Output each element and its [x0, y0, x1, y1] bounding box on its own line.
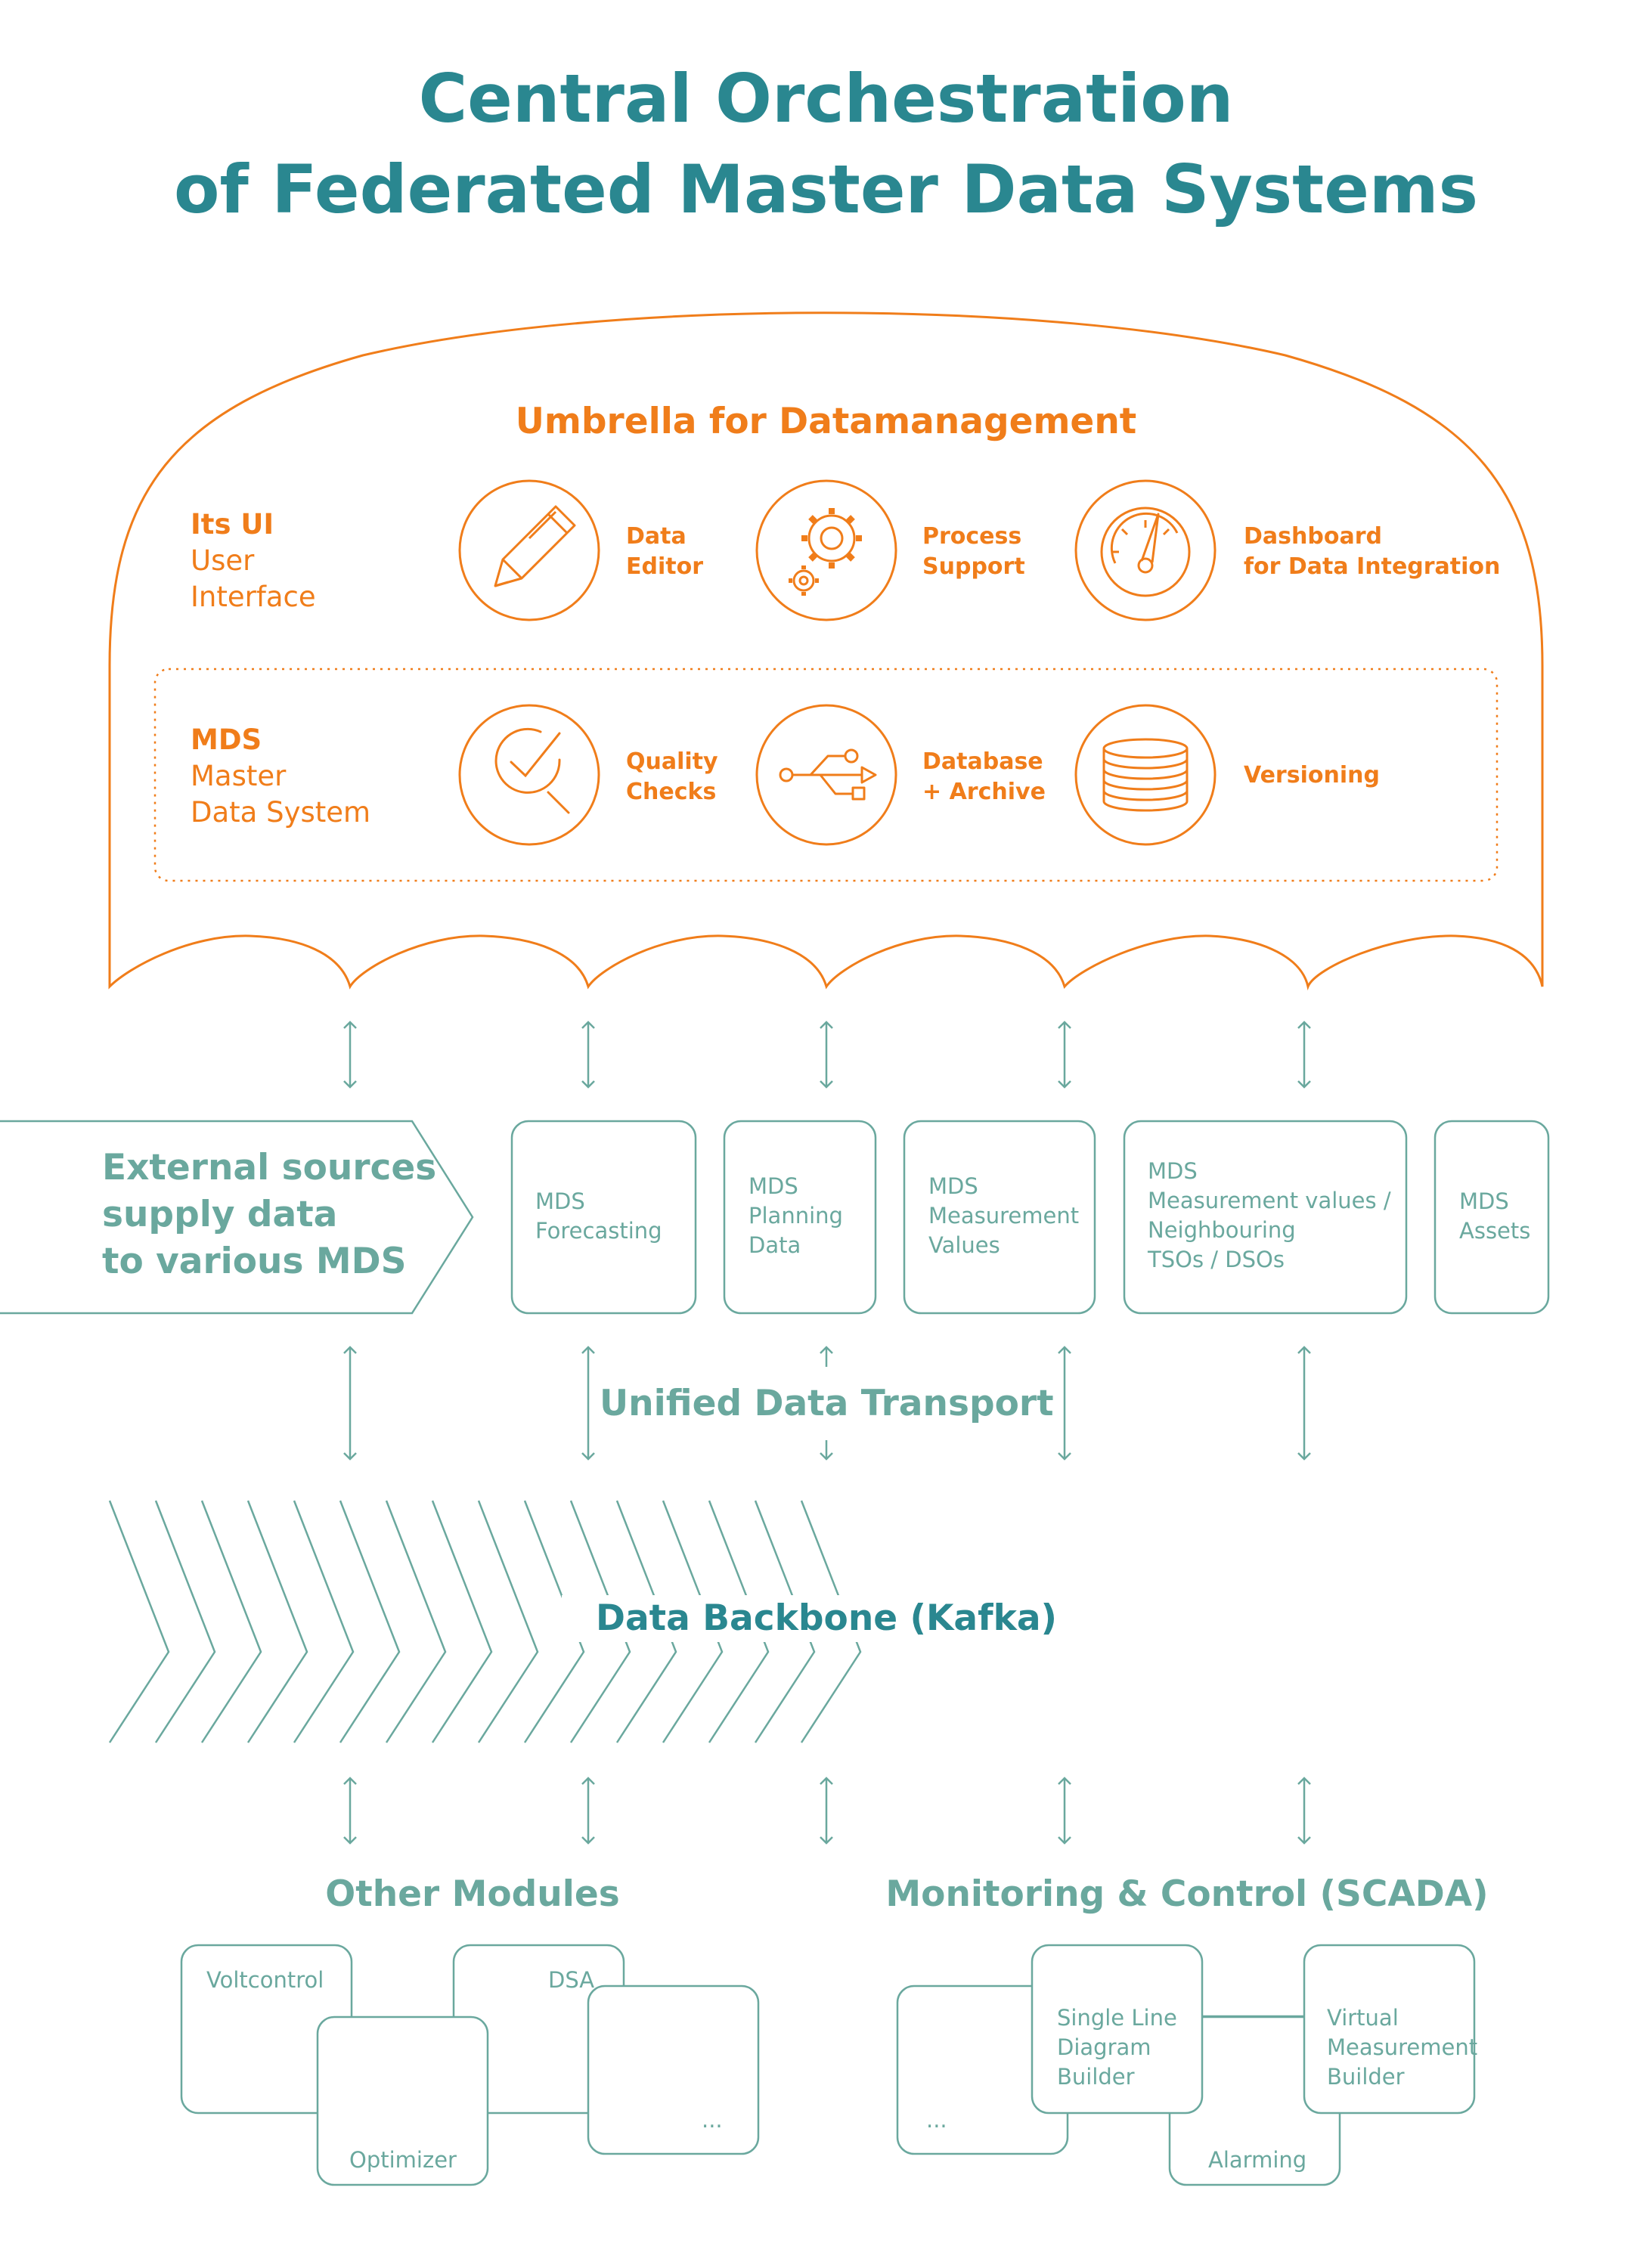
kafka-chevron [662, 1500, 724, 1743]
gauge-icon [1100, 507, 1191, 597]
database-archive-circle [755, 704, 897, 846]
kafka-chevron [339, 1500, 401, 1743]
feature-quality-checks-line2: Checks [626, 779, 717, 805]
quality-checks-circle [458, 704, 600, 846]
scada-single-line-line2: Diagram [1057, 2034, 1151, 2060]
module-optimizer-label: Optimizer [349, 2147, 457, 2173]
mds-line2: Data System [191, 796, 371, 829]
feature-quality-checks-line1: Quality [626, 748, 718, 775]
database-stack-icon [1102, 738, 1189, 812]
ui-line1: User [191, 544, 255, 577]
mds-neighbouring-line2: Measurement values / [1148, 1188, 1391, 1213]
module-optimizer-box [316, 2015, 489, 2186]
external-line1: External sources [102, 1147, 437, 1188]
scada-single-line-line1: Single Line [1057, 2005, 1177, 2031]
external-line3: to various MDS [102, 1241, 407, 1282]
mds-planning-line1: MDS [749, 1173, 798, 1199]
mds-assets-line2: Assets [1459, 1218, 1531, 1244]
external-line2: supply data [102, 1194, 338, 1235]
external-sources-arrow [0, 1120, 474, 1315]
kafka-chevron [200, 1500, 262, 1743]
kafka-chevron [431, 1500, 493, 1743]
module-dsa-label: DSA [548, 1967, 595, 1993]
data-backbone-label: Data Backbone (Kafka) [562, 1595, 1091, 1642]
kafka-chevron [615, 1500, 677, 1743]
module-more-label: ... [702, 2107, 723, 2133]
scada-virtual-line1: Virtual [1327, 2005, 1399, 2031]
kafka-chevron [385, 1500, 447, 1743]
module-voltcontrol-label: Voltcontrol [206, 1967, 324, 1993]
scada-heading: Monitoring & Control (SCADA) [885, 1873, 1489, 1915]
umbrella-heading: Umbrella for Datamanagement [515, 401, 1137, 442]
feature-versioning: Versioning [1244, 762, 1380, 789]
scada-virtual-measurement-box [1303, 1944, 1476, 2115]
kafka-chevron [154, 1500, 216, 1743]
feature-process-support-line1: Process [922, 523, 1022, 550]
feature-dashboard-line1: Dashboard [1244, 523, 1382, 550]
page-title-line2: of Federated Master Data Systems [173, 150, 1479, 228]
kafka-chevron [246, 1500, 308, 1743]
feature-database-archive-line2: + Archive [922, 779, 1046, 805]
data-editor-circle [458, 479, 600, 621]
feature-dashboard-line2: for Data Integration [1244, 553, 1501, 580]
mds-measurement-line2: Measurement [928, 1203, 1080, 1228]
kafka-chevron [800, 1500, 862, 1743]
mds-line1: Master [191, 760, 287, 792]
mds-planning-box [723, 1120, 877, 1315]
mds-planning-line2: Planning [749, 1203, 843, 1228]
mds-measurement-line3: Values [928, 1232, 1000, 1258]
ui-code: Its UI [191, 508, 274, 541]
dashboard-circle [1074, 479, 1217, 621]
mds-neighbouring-box [1123, 1120, 1408, 1315]
scada-more-label: ... [926, 2107, 947, 2133]
magnifier-check-icon [494, 727, 570, 814]
process-support-circle [755, 479, 897, 621]
kafka-chevron [708, 1500, 770, 1743]
mds-forecasting-box [510, 1120, 697, 1315]
kafka-chevron [477, 1500, 539, 1743]
gears-icon [789, 508, 862, 596]
mds-neighbouring-line1: MDS [1148, 1158, 1198, 1184]
feature-data-editor-line2: Editor [626, 553, 703, 580]
mds-neighbouring-line4: TSOs / DSOs [1148, 1247, 1285, 1272]
kafka-chevron [754, 1500, 816, 1743]
ui-line2: Interface [191, 581, 316, 613]
scada-single-line-box [1031, 1944, 1204, 2115]
mds-measurement-box [903, 1120, 1096, 1315]
page-title-line1: Central Orchestration [418, 60, 1234, 138]
scada-alarming-label: Alarming [1208, 2147, 1307, 2173]
feature-data-editor-line1: Data [626, 523, 687, 550]
mds-measurement-line1: MDS [928, 1173, 978, 1199]
kafka-chevron [523, 1500, 585, 1743]
scada-virtual-line3: Builder [1327, 2064, 1405, 2090]
kafka-chevron [569, 1500, 631, 1743]
mds-assets-line1: MDS [1459, 1188, 1509, 1214]
feature-process-support-line2: Support [922, 553, 1025, 580]
mds-forecasting-line1: MDS [535, 1188, 585, 1214]
unified-data-transport-label: Unified Data Transport [600, 1383, 1054, 1424]
mds-code: MDS [191, 723, 262, 756]
umbrella-outline [108, 311, 1544, 991]
versioning-circle [1074, 704, 1217, 846]
pencil-icon [494, 505, 576, 587]
feature-database-archive-line1: Database [922, 748, 1043, 775]
usb-icon [779, 748, 877, 801]
scada-single-line-line3: Builder [1057, 2064, 1135, 2090]
kafka-chevrons [108, 1500, 862, 1743]
mds-assets-box [1433, 1120, 1550, 1315]
scada-virtual-line2: Measurement [1327, 2034, 1478, 2060]
mds-forecasting-line2: Forecasting [535, 1218, 662, 1244]
mds-neighbouring-line3: Neighbouring [1148, 1217, 1296, 1243]
mds-planning-line3: Data [749, 1232, 801, 1258]
other-modules-heading: Other Modules [325, 1873, 620, 1915]
kafka-chevron [293, 1500, 355, 1743]
kafka-chevron [108, 1500, 170, 1743]
module-more-box [587, 1984, 760, 2155]
